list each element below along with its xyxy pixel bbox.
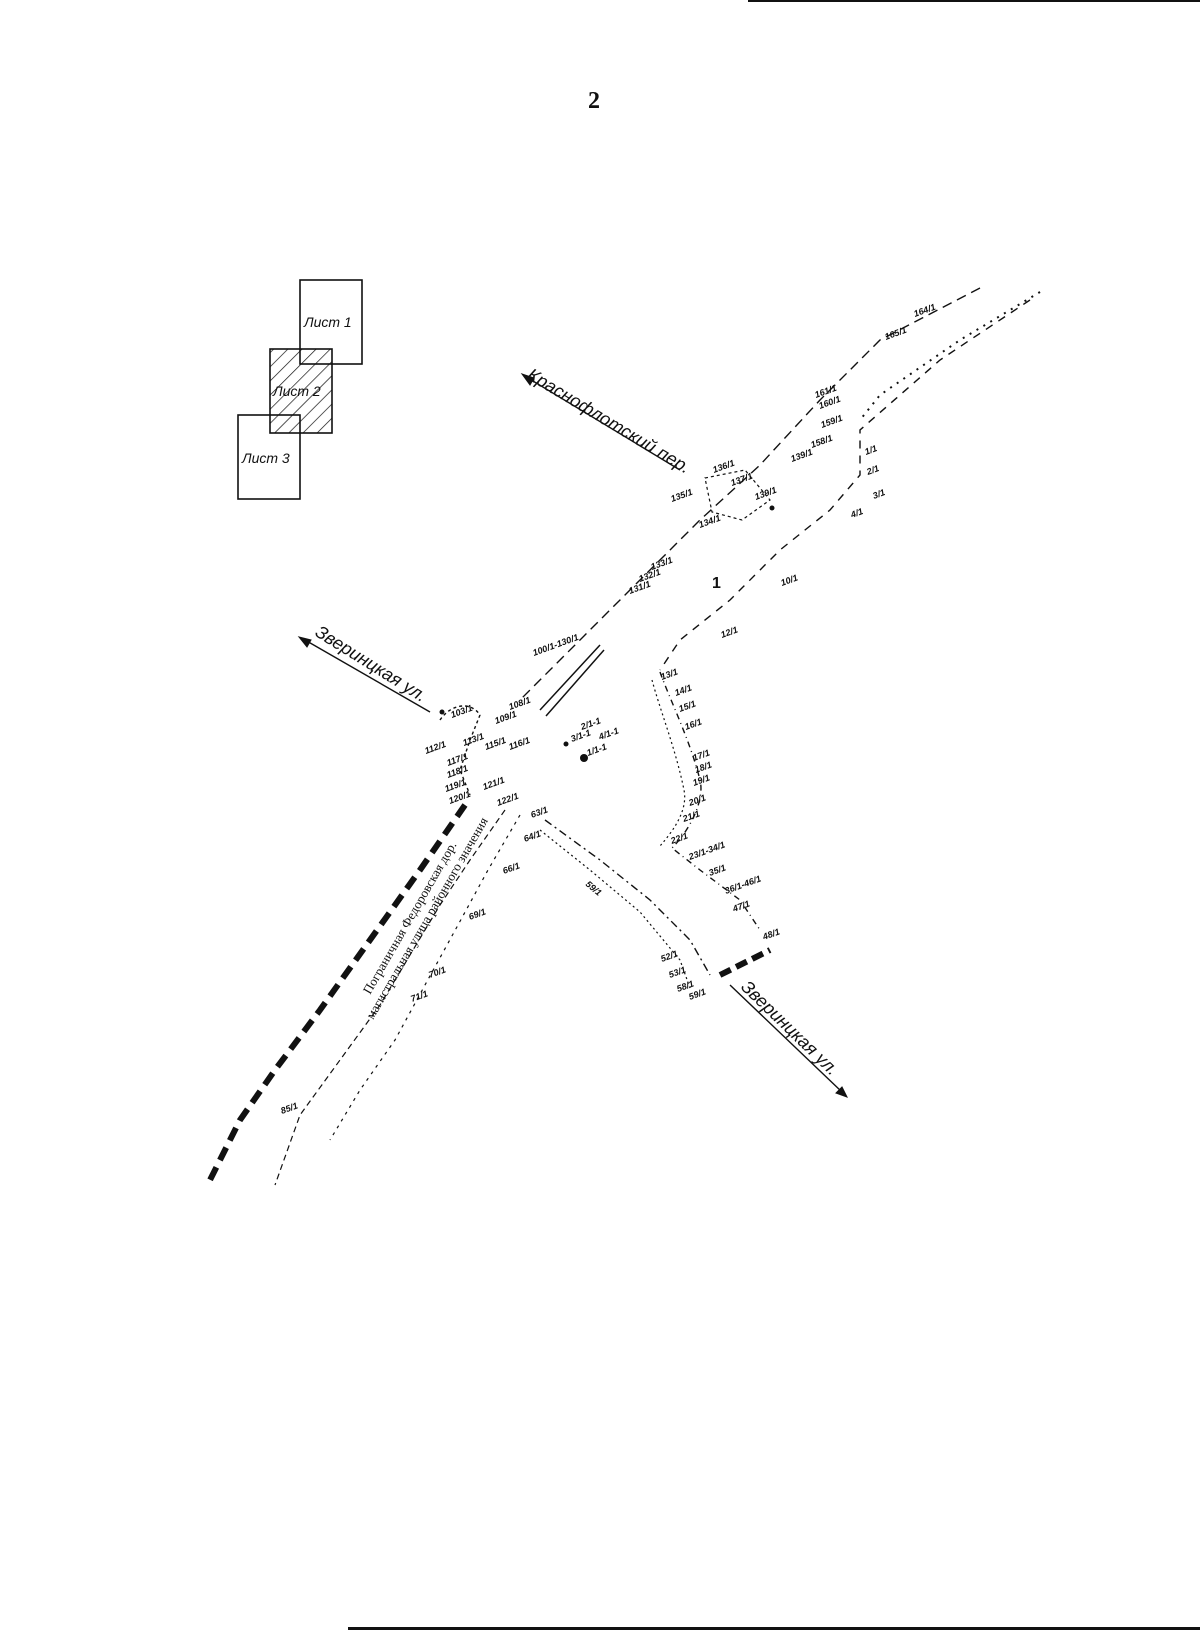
point-label: 4/1-1 [596,725,620,742]
point-label: 36/1-46/1 [723,873,762,895]
street-zverinitskaya-upper: Зверинцкая ул. [312,621,431,705]
point-label: 1/1-1 [585,741,608,757]
sheet-index-map: Лист 1 Лист 2 Лист 3 [237,279,363,500]
sheet-1-label: Лист 1 [303,314,352,330]
point-label: 13/1 [659,666,679,681]
point-label: 109/1 [493,709,518,726]
point-label: 21/1 [680,808,701,824]
zone-label: 1 [712,575,721,592]
point-label: 137/1 [729,471,754,488]
point-label: 63/1 [529,804,549,819]
arrow-zverinitskaya-upper [304,639,431,713]
sheet-3-label: Лист 3 [241,450,290,466]
arrow-zverinitskaya-lower-head [835,1086,849,1098]
point-label: 121/1 [481,775,506,792]
road-double-line-b [545,649,605,717]
point-label: 66/1 [501,860,521,875]
point-label: 158/1 [809,433,834,450]
point-label: 112/1 [423,739,447,756]
point-label: 64/1 [522,828,542,843]
point-label: 70/1 [427,964,447,979]
point-label: 12/1 [719,624,739,639]
road-lines [207,287,1041,1186]
point-label: 135/1 [669,487,694,504]
point-label: 53/1 [667,964,687,979]
point-label: 1/1 [863,443,878,457]
point-label: 139/1 [789,447,814,464]
point-label: 113/1 [461,731,485,748]
road-edge-south-east-b [539,829,691,989]
point-label: 100/1-130/1 [531,632,580,658]
page-number: 2 [588,88,600,114]
point-label: 22/1 [668,830,689,846]
intersection-edge [439,705,481,796]
road-double-line-a [539,644,601,711]
road-edge-north-lower [659,299,1031,671]
point-label: 4/1 [848,506,864,520]
marker-dot [769,505,775,511]
marker-dot [563,741,569,747]
point-label: 136/1 [711,458,736,475]
lane-stub [704,469,771,521]
thick-dash-east [718,947,772,978]
road-curve-east-inner [651,679,686,847]
road-edge-south-west-b [329,814,521,1141]
point-label: 47/1 [730,898,751,914]
markers [439,505,775,762]
point-label: 20/1 [686,792,707,808]
point-label: 3/1 [871,487,886,501]
point-label: 48/1 [760,926,781,942]
point-label: 10/1 [779,572,799,587]
point-label: 71/1 [409,988,429,1003]
arrow-krasnoflotsky-head [520,373,535,386]
road-edge-south-west-a [274,809,506,1186]
point-label: 14/1 [673,682,693,697]
point-label: 103/1 [449,703,474,720]
marker-dot [439,709,445,715]
point-label: 159/1 [819,413,844,430]
street-krasnoflotsky: Краснофлотский пер. [524,364,694,477]
point-label: 115/1 [483,735,507,752]
sheet-2-frame [269,348,333,434]
lower-road-labels: 59/1 [584,879,604,898]
point-label: 52/1 [659,948,679,963]
point-label: 3/1-1 [569,727,592,743]
point-label: 69/1 [467,906,487,921]
marker-dot [580,754,588,762]
top-border-line [748,0,1200,2]
point-label: 122/1 [495,791,520,808]
street-zverinitskaya-lower: Зверинцкая ул. [737,976,843,1079]
point-label: 134/1 [697,513,722,530]
arrow-zverinitskaya-upper-head [297,636,312,648]
point-label: 15/1 [677,698,697,713]
street-arrows [297,373,849,1098]
point-label: 23/1-34/1 [686,839,726,862]
thick-boundary-line [207,803,468,1182]
point-label: 116/1 [507,735,531,752]
road-edge-south-east [544,819,711,976]
road-edge-north-upper [519,287,981,701]
arrow-zverinitskaya-lower [729,984,843,1093]
sheet-2-label: Лист 2 [272,383,321,399]
point-label: 85/1 [279,1100,299,1115]
bottom-border-line [348,1627,1200,1630]
point-label: 131/1 [627,579,652,596]
point-label: 139/1 [753,485,778,502]
point-label: 165/1 [883,325,908,342]
point-label: 35/1 [707,862,727,877]
point-label: 164/1 [912,302,937,319]
arrow-krasnoflotsky [527,377,681,471]
road-curve-east [659,671,761,931]
point-label: 2/1 [864,463,880,477]
sheet-3-frame [237,414,301,500]
point-label: 16/1 [683,716,703,731]
